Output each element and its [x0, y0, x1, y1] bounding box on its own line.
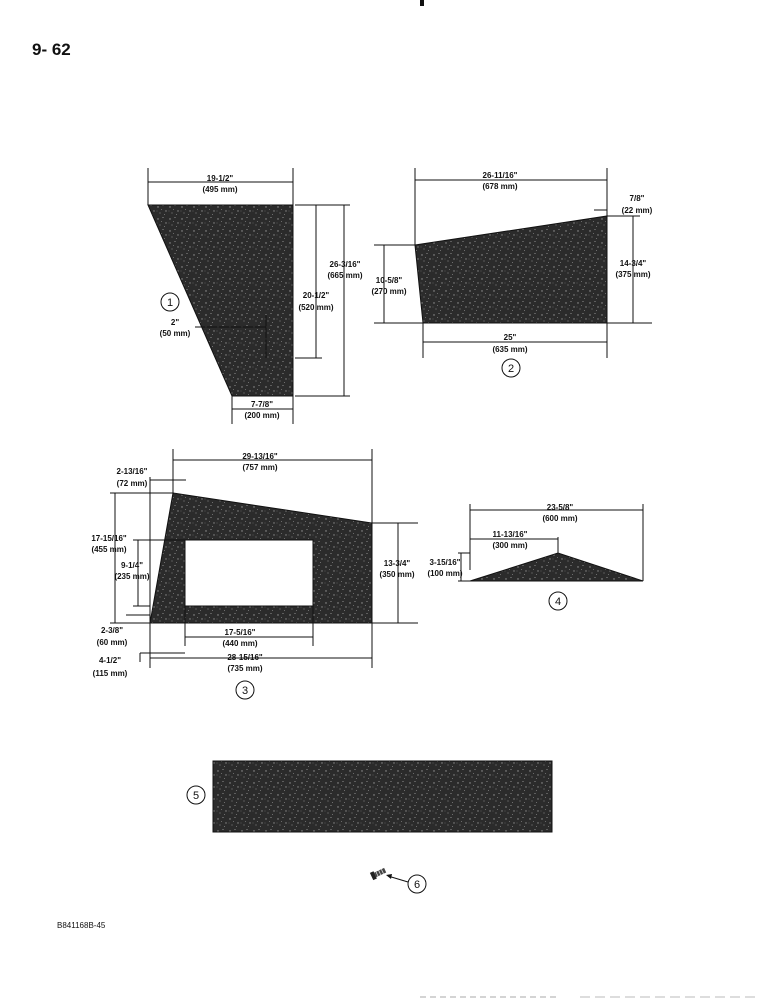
part-2: 26-11/16" (678 mm) 7/8" (22 mm) 14-3/4" … — [371, 168, 653, 378]
part-1-top-width-in: 19-1/2" — [207, 174, 234, 183]
part-2-top-width-mm: (678 mm) — [482, 182, 517, 191]
edge-mark — [420, 0, 424, 6]
part-3-cutout-height-mm: (235 mm) — [114, 572, 149, 581]
part-3-left-height-mm: (455 mm) — [91, 545, 126, 554]
part-2-left-height-mm: (270 mm) — [371, 287, 406, 296]
part-3-callout — [235, 680, 255, 700]
part-3-cutout-left-in: 4-1/2" — [99, 656, 121, 665]
part-6-callout — [407, 874, 427, 894]
part-3-top-width-in: 29-13/16" — [242, 452, 278, 461]
part-3-shape — [149, 492, 373, 624]
part-3-cutout-height-in: 9-1/4" — [121, 561, 143, 570]
part-5-number: 5 — [193, 790, 199, 802]
part-6-number: 6 — [414, 879, 420, 891]
part-1-bottom-width-mm: (200 mm) — [244, 411, 279, 420]
part-3-right-height-mm: (350 mm) — [379, 570, 414, 579]
part-2-bottom-width-in: 25" — [504, 333, 517, 342]
screw-icon — [369, 867, 387, 881]
part-3-number: 3 — [242, 685, 248, 697]
page-number: 9- 62 — [32, 40, 71, 59]
part-3-cutout-width-in: 17-5/16" — [225, 628, 256, 637]
part-2-shape — [414, 215, 608, 324]
part-4-height-in: 3-15/16" — [430, 558, 461, 567]
part-1: 19-1/2" (495 mm) 26-3/16" (665 mm) 20-1/… — [147, 168, 363, 424]
part-4-height-mm: (100 mm) — [427, 569, 462, 578]
part-4-width-mm: (600 mm) — [542, 514, 577, 523]
part-4-peak-in: 11-13/16" — [493, 530, 528, 539]
part-3-cutout-bottom-in: 2-3/8" — [101, 626, 123, 635]
part-3-left-height-in: 17-15/16" — [91, 534, 127, 543]
part-4-width-in: 23-5/8" — [547, 503, 574, 512]
part-3-top-width-mm: (757 mm) — [242, 463, 277, 472]
part-2-right-height-mm: (375 mm) — [615, 270, 650, 279]
part-3-left-offset-mm: (72 mm) — [117, 479, 148, 488]
part-3-bottom-width-mm: (735 mm) — [227, 664, 262, 673]
part-3-bottom-width-in: 28-15/16" — [227, 653, 263, 662]
part-2-top-width-in: 26-11/16" — [483, 171, 518, 180]
part-5-callout — [186, 785, 206, 805]
part-1-top-width-mm: (495 mm) — [202, 185, 237, 194]
part-2-right-offset-mm: (22 mm) — [622, 206, 653, 215]
part-3-cutout-width-mm: (440 mm) — [222, 639, 257, 648]
part-2-right-offset-in: 7/8" — [630, 194, 645, 203]
part-2-number: 2 — [508, 363, 514, 375]
part-3-left-offset-in: 2-13/16" — [117, 467, 148, 476]
part-1-offset-mm: (50 mm) — [160, 329, 191, 338]
part-2-callout — [501, 358, 521, 378]
part-4-callout — [548, 591, 568, 611]
part-1-height-mm: (665 mm) — [327, 271, 362, 280]
part-3-right-height-in: 13-3/4" — [384, 559, 411, 568]
part-2-right-height-in: 14-3/4" — [620, 259, 647, 268]
part-4-number: 4 — [555, 596, 561, 608]
reference-code: B841168B-45 — [57, 921, 106, 930]
part-1-callout — [160, 292, 180, 312]
part-3: 29-13/16" (757 mm) 2-13/16" (72 mm) 17-1… — [91, 449, 418, 700]
part-3-cutout-bottom-mm: (60 mm) — [97, 638, 128, 647]
part-3-cutout-left-mm: (115 mm) — [93, 669, 128, 678]
part-1-height-in: 26-3/16" — [330, 260, 361, 269]
part-2-bottom-width-mm: (635 mm) — [492, 345, 527, 354]
part-5-shape — [212, 760, 553, 833]
part-6: 6 — [369, 867, 427, 894]
part-1-offset-in: 2" — [171, 318, 179, 327]
part-2-left-height-in: 10-5/8" — [376, 276, 403, 285]
part-1-inner-height-mm: (520 mm) — [298, 303, 333, 312]
part-1-number: 1 — [167, 297, 173, 309]
part-4: 23-5/8" (600 mm) 11-13/16" (300 mm) 3-15… — [427, 503, 644, 611]
part-1-bottom-width-in: 7-7/8" — [251, 400, 273, 409]
part-4-peak-mm: (300 mm) — [492, 541, 527, 550]
part-1-inner-height-in: 20-1/2" — [303, 291, 330, 300]
part-4-shape — [469, 552, 644, 582]
part-5: 5 — [186, 760, 553, 833]
